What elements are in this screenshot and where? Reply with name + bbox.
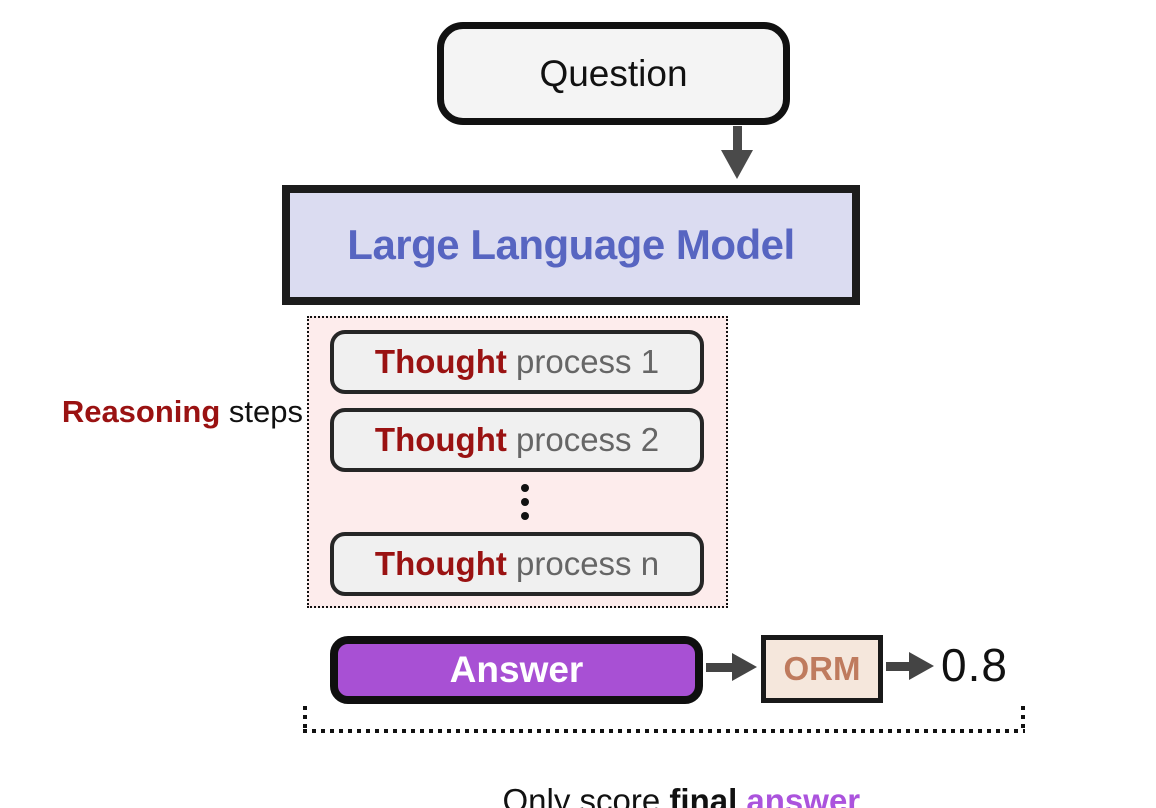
caption-answer: answer [737, 782, 861, 808]
reasoning-steps-label: Reasoning steps [15, 394, 303, 430]
thought-process-2-box: Thought process 2 [330, 408, 704, 472]
reasoning-container: Thought process 1 Thought process 2 Thou… [307, 316, 728, 608]
thought-process-n-box: Thought process n [330, 532, 704, 596]
orm-box: ORM [761, 635, 883, 703]
caption: Only score final answer [300, 744, 1026, 808]
vertical-ellipsis-icon [521, 484, 529, 520]
down-arrow-head-icon [721, 150, 753, 179]
reasoning-label-bold: Reasoning [61, 394, 221, 429]
thought-1-rest: process 1 [506, 343, 660, 380]
answer-box: Answer [330, 636, 703, 704]
orm-label: ORM [783, 650, 861, 687]
caption-prefix: Only score [502, 782, 670, 808]
bracket-right-tick [1021, 706, 1025, 730]
right-arrow-icon [886, 662, 910, 671]
reasoning-label-rest: steps [220, 394, 303, 429]
llm-box: Large Language Model [282, 185, 860, 305]
down-arrow-icon [733, 126, 742, 152]
caption-bold: final [669, 782, 738, 808]
bracket-left-tick [303, 706, 307, 730]
ellipsis-dot [521, 512, 529, 520]
question-label: Question [539, 52, 688, 94]
right-arrow-icon [706, 663, 733, 672]
right-arrow-head-icon [909, 652, 934, 680]
llm-label: Large Language Model [347, 221, 795, 268]
ellipsis-dot [521, 484, 529, 492]
bracket-line [303, 729, 1025, 733]
answer-label: Answer [449, 649, 584, 690]
right-arrow-head-icon [732, 653, 757, 681]
thought-n-rest: process n [506, 545, 660, 582]
thought-2-bold: Thought [374, 421, 507, 458]
thought-1-bold: Thought [374, 343, 507, 380]
score-value: 0.8 [941, 639, 1008, 691]
thought-2-rest: process 2 [506, 421, 660, 458]
question-box: Question [437, 22, 790, 125]
thought-n-bold: Thought [374, 545, 507, 582]
thought-process-1-box: Thought process 1 [330, 330, 704, 394]
ellipsis-dot [521, 498, 529, 506]
